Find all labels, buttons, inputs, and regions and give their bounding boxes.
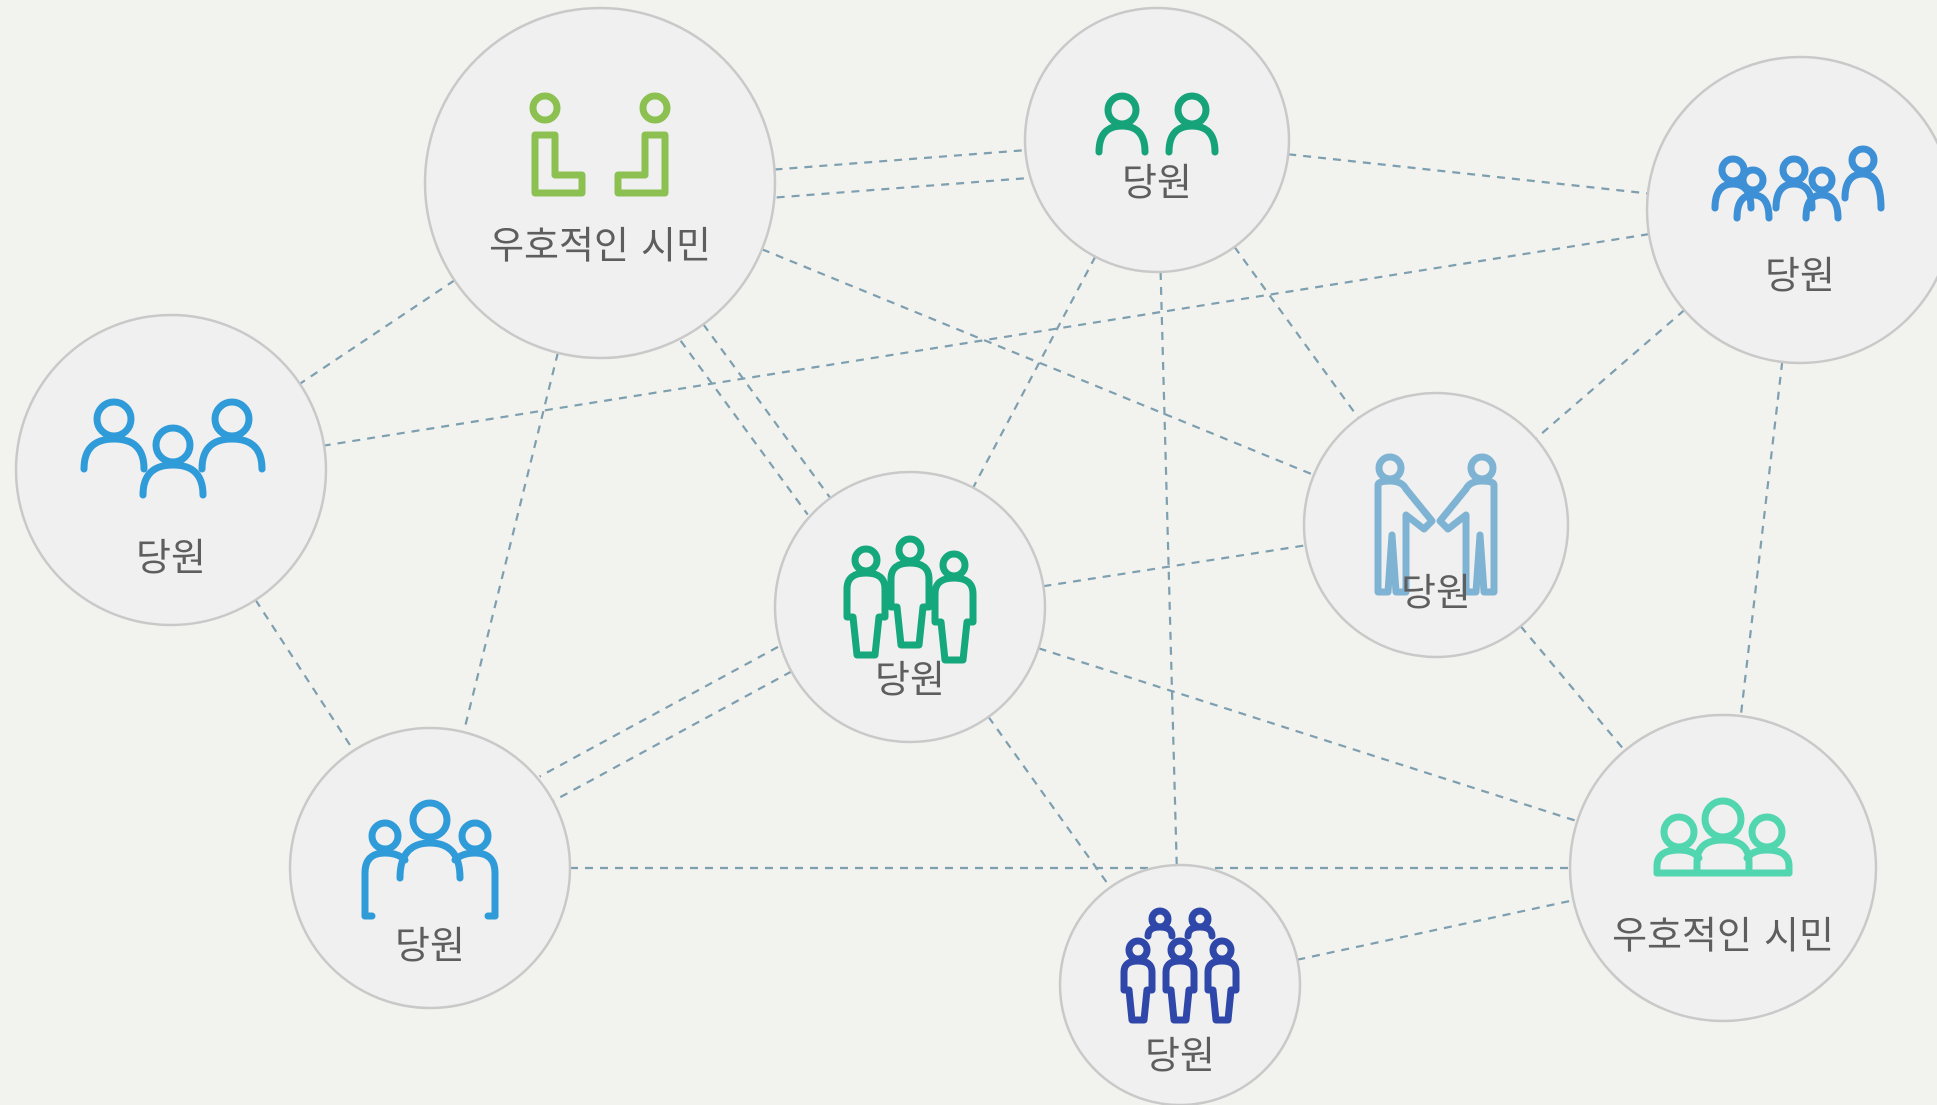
connection-line: [774, 149, 1026, 171]
connection-line: [1297, 899, 1574, 961]
two-people-icon: [1095, 92, 1219, 156]
connection-line: [1519, 625, 1626, 752]
node-label: 당원: [1401, 571, 1471, 615]
node-n1: 우호적인 시민: [423, 6, 777, 360]
three-standing-people-icon: [843, 535, 977, 664]
connection-line: [539, 645, 779, 778]
group-of-three-icon: [1653, 797, 1793, 877]
node-label: 당원: [1122, 161, 1192, 205]
node-n4: 당원: [14, 313, 328, 627]
node-n6: 당원: [1302, 391, 1570, 659]
node-n5: 당원: [773, 470, 1047, 744]
connection-line: [1739, 361, 1784, 717]
node-label: 우호적인 시민: [1612, 914, 1834, 958]
node-circle: [14, 313, 328, 627]
connection-line: [1043, 544, 1306, 588]
connection-line: [776, 176, 1028, 199]
connection-line: [462, 352, 559, 733]
connection-line: [1535, 309, 1686, 440]
seated-pair-icon: [529, 92, 671, 197]
edge-layer: [254, 149, 1784, 961]
connection-line: [1233, 246, 1360, 419]
node-label: 당원: [1765, 254, 1835, 298]
connection-line: [987, 716, 1112, 888]
node-label: 우호적인 시민: [489, 224, 711, 268]
node-circle: [1302, 391, 1570, 659]
node-circle: [1058, 863, 1302, 1105]
crowd-icon: [1120, 907, 1240, 1024]
node-label: 당원: [136, 536, 206, 580]
connection-line: [679, 340, 809, 516]
three-people-icon: [80, 398, 266, 499]
node-circle: [1645, 55, 1937, 365]
group-of-five-icon: [1711, 145, 1885, 222]
connection-line: [1038, 647, 1578, 823]
node-layer: 우호적인 시민 당원: [14, 6, 1937, 1105]
node-circle: [288, 726, 572, 1010]
connection-line: [1288, 153, 1649, 195]
node-n8: 당원: [1058, 863, 1302, 1105]
node-circle: [773, 470, 1047, 744]
node-label: 당원: [1145, 1034, 1215, 1078]
team-of-three-icon: [361, 799, 499, 920]
node-label: 당원: [875, 658, 945, 702]
node-n2: 당원: [1023, 6, 1291, 274]
connection-line: [254, 599, 355, 752]
node-n9: 우호적인 시민: [1568, 713, 1878, 1023]
node-n7: 당원: [288, 726, 572, 1010]
connection-line: [552, 670, 792, 803]
handshake-icon: [1374, 453, 1498, 596]
node-n3: 당원: [1645, 55, 1937, 365]
connection-line: [702, 323, 832, 499]
node-circle: [1023, 6, 1291, 274]
node-circle: [1568, 713, 1878, 1023]
node-circle: [423, 6, 777, 360]
connection-line: [972, 256, 1097, 489]
connection-line: [299, 279, 456, 385]
connection-line: [761, 248, 1315, 477]
node-label: 당원: [395, 924, 465, 968]
